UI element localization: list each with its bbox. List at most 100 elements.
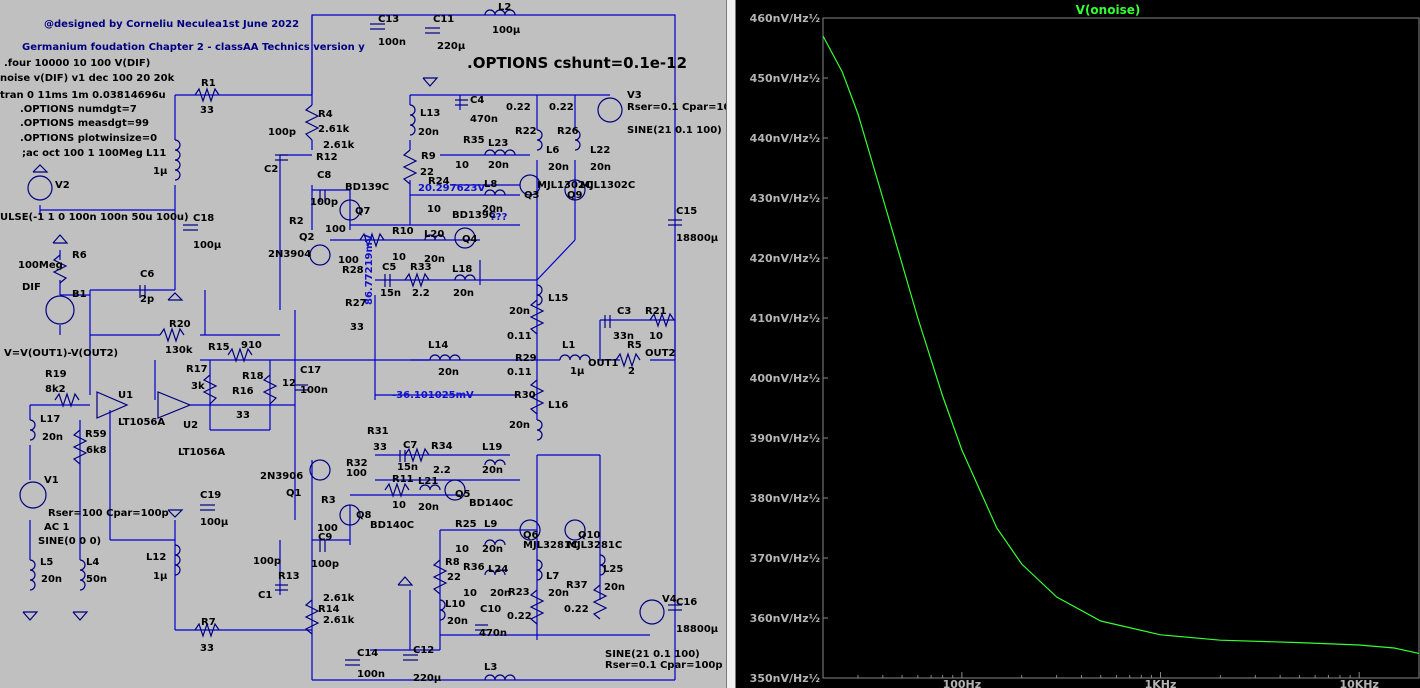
- component-label: R25: [455, 519, 477, 530]
- noise-directive[interactable]: noise v(DIF) v1 dec 100 20 20k: [0, 73, 175, 84]
- v4-sine-attr[interactable]: SINE(21 0.1 100): [605, 649, 700, 660]
- component-label: 20n: [418, 127, 439, 138]
- b1-expression[interactable]: V=V(OUT1)-V(OUT2): [4, 348, 118, 359]
- v3-sine-attr[interactable]: SINE(21 0.1 100): [627, 125, 722, 136]
- component-label: 2.2: [412, 288, 430, 299]
- component-label: R12: [316, 152, 338, 163]
- component-label: 100: [317, 523, 338, 534]
- probe-voltage-top: 20.297623V: [418, 183, 485, 194]
- y-tick-label: 400nV/Hz½: [750, 372, 820, 385]
- probe-voltage-left: 86.77219mV: [364, 234, 375, 305]
- component-label: 20n: [41, 574, 62, 585]
- component-label: R15: [208, 342, 230, 353]
- v3-ser-attr[interactable]: Rser=0.1 Cpar=100: [627, 102, 726, 113]
- component-label: 20n: [490, 588, 511, 599]
- v1-ser-attr[interactable]: Rser=100 Cpar=100p: [48, 508, 169, 519]
- pane-splitter[interactable]: [726, 0, 736, 688]
- component-label: C7: [403, 440, 417, 451]
- component-label: 20n: [590, 162, 611, 173]
- component-label: 6k8: [86, 445, 107, 456]
- component-label: L3: [484, 662, 497, 673]
- v2-pulse-attr[interactable]: ULSE(-1 1 0 100n 100n 50u 100u): [0, 212, 189, 223]
- waveform-plot[interactable]: V(onoise) 460nV/Hz½450nV/Hz½440nV/Hz½430…: [736, 0, 1420, 688]
- component-label: 0.22: [507, 611, 532, 622]
- component-label: L6: [546, 145, 559, 156]
- component-label: 470n: [479, 628, 507, 639]
- v1-sine-attr[interactable]: SINE(0 0 0): [38, 536, 101, 547]
- component-label: V1: [44, 475, 59, 486]
- plotwinsize-directive[interactable]: .OPTIONS plotwinsize=0: [20, 133, 157, 144]
- component-labels: C13 100n C11 220µ L2 100µ R1 33 R4 2.61k…: [18, 2, 719, 684]
- component-label: 20n: [418, 502, 439, 513]
- component-label: 2: [628, 366, 635, 377]
- component-label: 33n: [613, 331, 634, 342]
- component-label: L19: [482, 442, 502, 453]
- designer-note: @designed by Corneliu Neculea1st June 20…: [44, 19, 299, 30]
- measdgt-directive[interactable]: .OPTIONS measdgt=99: [20, 118, 149, 129]
- component-label: 2.2: [433, 465, 451, 476]
- component-label: 10: [392, 500, 406, 511]
- component-label: 100n: [357, 669, 385, 680]
- component-label: 20n: [488, 160, 509, 171]
- component-label: C13: [378, 14, 399, 25]
- component-label: 20n: [482, 544, 503, 555]
- component-label: 20n: [438, 367, 459, 378]
- v4-ser-attr[interactable]: Rser=0.1 Cpar=100p: [605, 660, 723, 671]
- component-label: Q1: [286, 488, 302, 499]
- component-label: 910: [241, 340, 262, 351]
- component-label: 15n: [380, 288, 401, 299]
- component-label: R18: [242, 371, 264, 382]
- component-label: R30: [514, 390, 536, 401]
- probe-voltage-mid: -36.101025mV: [392, 390, 474, 401]
- y-tick-label: 440nV/Hz½: [750, 132, 820, 145]
- component-label: 20n: [424, 254, 445, 265]
- component-label: V2: [55, 180, 70, 191]
- component-label: LT1056A: [178, 447, 225, 458]
- component-label: MJL1302C: [537, 180, 592, 191]
- component-label: 0.22: [564, 604, 589, 615]
- component-label: R22: [515, 126, 537, 137]
- tran-directive[interactable]: tran 0 11ms 1m 0.03814696u: [0, 90, 166, 101]
- component-label: Q9: [567, 190, 583, 201]
- component-label: R7: [201, 617, 216, 628]
- component-label: C12: [413, 645, 434, 656]
- component-label: 100µ: [200, 517, 229, 528]
- component-label: 15n: [397, 462, 418, 473]
- component-label: L4: [86, 557, 99, 568]
- component-label: Q7: [355, 206, 371, 217]
- component-label: 100p: [268, 127, 296, 138]
- schematic-editor[interactable]: @designed by Corneliu Neculea1st June 20…: [0, 0, 726, 688]
- component-label: L24: [488, 564, 508, 575]
- trace-title[interactable]: V(onoise): [1076, 3, 1141, 17]
- component-label: 0.11: [507, 367, 532, 378]
- y-tick-label: 370nV/Hz½: [750, 552, 820, 565]
- component-label: Q10: [578, 530, 600, 541]
- component-label: R21: [645, 306, 667, 317]
- ac-directive[interactable]: ;ac oct 100 1 100Meg: [22, 148, 143, 159]
- component-label: L17: [40, 414, 60, 425]
- component-label: R8: [445, 557, 460, 568]
- component-label: L23: [488, 138, 508, 149]
- component-label: R3: [321, 495, 336, 506]
- cshunt-directive[interactable]: .OPTIONS cshunt=0.1e-12: [467, 54, 687, 72]
- component-label: 10: [649, 331, 663, 342]
- component-label: 20n: [548, 162, 569, 173]
- schematic-canvas[interactable]: @designed by Corneliu Neculea1st June 20…: [0, 0, 726, 688]
- onoise-trace[interactable]: [822, 35, 1420, 654]
- numdgt-directive[interactable]: .OPTIONS numdgt=7: [20, 104, 137, 115]
- component-label: 20n: [453, 288, 474, 299]
- component-label: 10: [455, 160, 469, 171]
- component-label: R11: [392, 474, 414, 485]
- component-label: L9: [484, 519, 497, 530]
- component-label: C6: [140, 269, 154, 280]
- schematic-components: [19, 9, 682, 681]
- component-label: L1: [562, 340, 575, 351]
- component-label: L21: [418, 476, 438, 487]
- component-label: R35: [463, 135, 485, 146]
- component-label: R1: [201, 78, 216, 89]
- component-label: R32: [346, 458, 368, 469]
- v1-ac-attr[interactable]: AC 1: [44, 522, 70, 533]
- four-directive[interactable]: .four 10000 10 100 V(DIF): [4, 58, 150, 69]
- component-label: 100: [346, 468, 367, 479]
